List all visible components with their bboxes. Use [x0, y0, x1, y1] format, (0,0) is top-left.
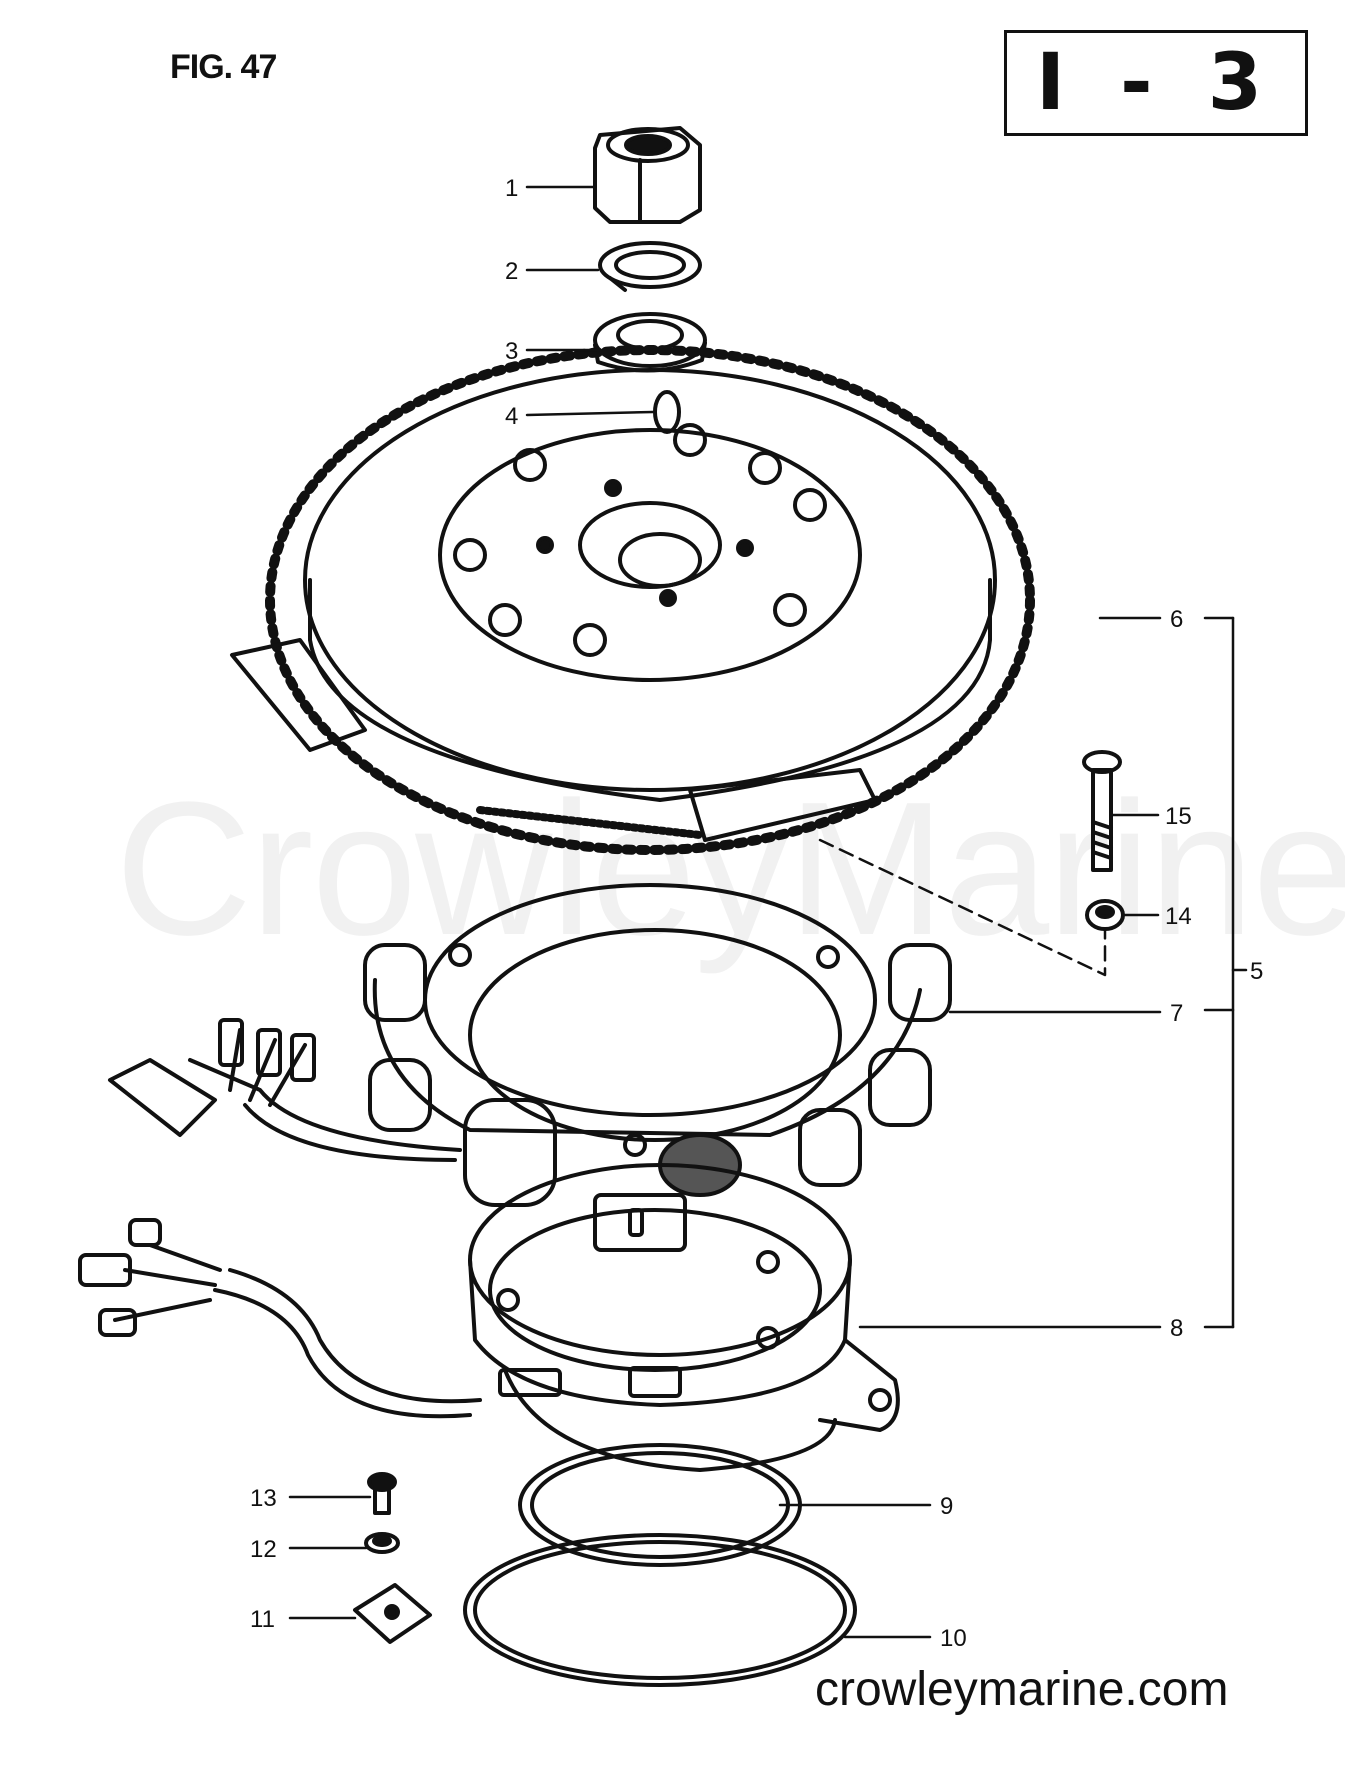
- callout-13: 13: [250, 1485, 277, 1512]
- callout-2: 2: [505, 258, 518, 285]
- part-washer: [593, 312, 707, 373]
- part-housing: [468, 1163, 900, 1472]
- part-plate: [353, 1583, 432, 1644]
- footer-site-url: crowleymarine.com: [815, 1663, 1229, 1716]
- callout-15: 15: [1165, 803, 1192, 830]
- part-hex-nut: [593, 126, 702, 224]
- part-bolt: [1082, 750, 1122, 872]
- callout-3: 3: [505, 338, 518, 365]
- figure-label: FIG. 47: [170, 48, 277, 86]
- callout-11: 11: [250, 1606, 275, 1633]
- callout-1: 1: [505, 175, 518, 202]
- part-small-washer: [364, 1532, 400, 1554]
- callout-14: 14: [1165, 903, 1192, 930]
- part-stator-wiring: [108, 1018, 462, 1162]
- callout-12: 12: [250, 1536, 277, 1563]
- callout-8: 8: [1170, 1315, 1183, 1342]
- callout-5: 5: [1250, 958, 1263, 985]
- leader-lines: [288, 185, 1248, 1639]
- callout-10: 10: [940, 1625, 967, 1652]
- part-screw: [367, 1472, 397, 1515]
- part-large-o-ring: [463, 1533, 857, 1687]
- part-flywheel: [230, 345, 1035, 855]
- callout-6: 6: [1170, 606, 1183, 633]
- part-stator: [363, 883, 952, 1207]
- part-key: [653, 390, 681, 434]
- callout-9: 9: [940, 1493, 953, 1520]
- callout-7: 7: [1170, 1000, 1183, 1027]
- section-code-box: I - 3: [1004, 30, 1308, 136]
- section-code: I - 3: [1036, 38, 1276, 128]
- part-housing-wiring: [78, 1218, 482, 1419]
- part-spring-washer: [598, 241, 702, 292]
- callout-4: 4: [505, 403, 518, 430]
- callout-numbers: 1 2 3 4 5 6 7 8 9 10 11 12 13 14 15: [250, 175, 1263, 1652]
- part-bolt-washer: [1085, 899, 1125, 931]
